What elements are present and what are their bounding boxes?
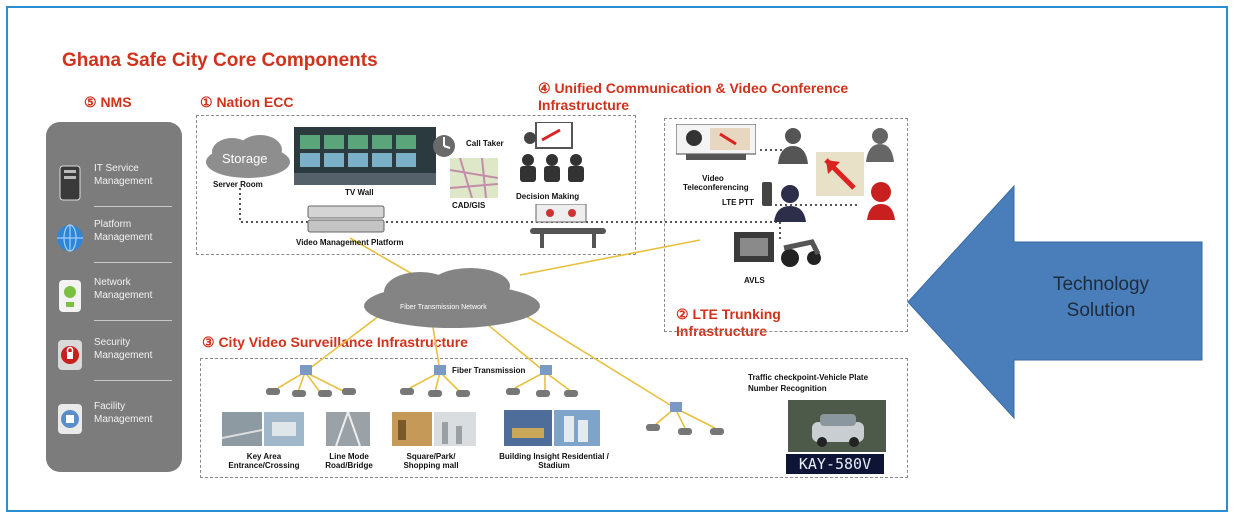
license-plate: KAY-580V — [786, 454, 884, 474]
switch-icon — [434, 365, 446, 375]
firefighter-icon — [867, 182, 895, 220]
vehicle-photo — [788, 400, 886, 452]
nms-item-network[interactable]: Network Management — [52, 272, 178, 332]
gis-map-image — [450, 158, 498, 198]
caption-building: Building Insight Residential / Stadium — [499, 452, 609, 470]
storage-cloud-icon — [206, 135, 290, 178]
fiber-transmission-label: Fiber Transmission — [452, 366, 526, 375]
nms-item-security[interactable]: Security Management — [52, 332, 178, 392]
divider — [94, 206, 172, 207]
camera-group-icon — [266, 388, 356, 397]
camera-group-icon — [506, 388, 578, 397]
tv-wall-image — [294, 127, 436, 185]
clock-icon — [433, 135, 455, 157]
ucvc-heading: ④ Unified Communication & Video Conferen… — [538, 80, 849, 113]
lte-container — [664, 118, 908, 332]
nms-item-label: Facility Management — [94, 401, 153, 425]
police-radio-icon — [762, 182, 806, 222]
facility-icon — [58, 404, 82, 434]
divider — [94, 320, 172, 321]
video-teleconf-label: Video Teleconferencing — [683, 174, 749, 192]
tv-wall-label: TV Wall — [345, 188, 374, 197]
technology-arrow — [907, 184, 1203, 420]
ecc-container — [196, 115, 636, 255]
nms-item-label: IT Service Management — [94, 163, 153, 187]
traffic-checkpoint-label: Traffic checkpoint-Vehicle Plate Number … — [748, 373, 869, 393]
nms-item-label: Security Management — [94, 337, 153, 361]
map-alert-image — [816, 152, 864, 196]
nms-item-label: Platform Management — [94, 219, 153, 243]
conference-table-icon — [530, 204, 606, 248]
decision-making-icon — [520, 122, 584, 182]
server-room-label: Server Room — [213, 180, 263, 189]
avls-vehicle-icon — [734, 232, 821, 267]
technology-solution-label: Technology Solution — [1052, 274, 1150, 321]
caption-square: Square/Park/ Shopping mall — [403, 452, 459, 470]
video-management-server-icon — [307, 205, 385, 233]
avls-label: AVLS — [744, 276, 765, 285]
nms-panel: IT Service Management Platform Managemen… — [46, 122, 182, 472]
caption-line-mode: Line Mode Road/Bridge — [325, 452, 373, 470]
camera-group-icon — [400, 388, 470, 397]
nms-item-facility[interactable]: Facility Management — [52, 396, 178, 456]
divider — [94, 380, 172, 381]
nms-item-it-service[interactable]: IT Service Management — [52, 158, 178, 218]
call-taker-label: Call Taker — [466, 139, 504, 148]
video-teleconf-screen — [676, 124, 756, 160]
nurse-icon — [866, 128, 894, 162]
cvs-container — [200, 358, 908, 478]
caption-key-area: Key Area Entrance/Crossing — [228, 452, 300, 470]
globe-icon — [57, 224, 83, 252]
nms-heading: ⑤ NMS — [84, 94, 132, 110]
entrance-photo — [222, 412, 304, 446]
vmp-label: Video Management Platform — [296, 238, 404, 247]
divider — [94, 262, 172, 263]
slide-frame — [6, 6, 1228, 512]
cvs-heading: ③ City Video Surveillance Infrastructure — [202, 334, 468, 350]
square-photo — [392, 412, 476, 446]
slide-title: Ghana Safe City Core Components — [62, 50, 378, 71]
officer-icon — [778, 128, 808, 164]
decision-making-label: Decision Making — [516, 192, 580, 201]
switch-icon — [670, 402, 682, 412]
nms-item-platform[interactable]: Platform Management — [52, 214, 178, 274]
network-icon — [59, 280, 81, 312]
fiber-network-label: Fiber Transmission Network — [400, 304, 487, 311]
lock-icon — [58, 340, 82, 370]
lte-ptt-label: LTE PTT — [722, 198, 754, 207]
building-photo — [504, 410, 600, 446]
camera-group-icon — [646, 424, 724, 435]
ecc-heading: ① Nation ECC — [200, 94, 294, 110]
server-icon — [59, 165, 81, 201]
road-photo — [326, 412, 370, 446]
nms-item-label: Network Management — [94, 277, 153, 301]
storage-label: Storage — [222, 151, 268, 166]
fiber-network-cloud-icon — [364, 268, 540, 328]
cad-gis-label: CAD/GIS — [452, 201, 486, 210]
switch-icon — [300, 365, 312, 375]
switch-icon — [540, 365, 552, 375]
